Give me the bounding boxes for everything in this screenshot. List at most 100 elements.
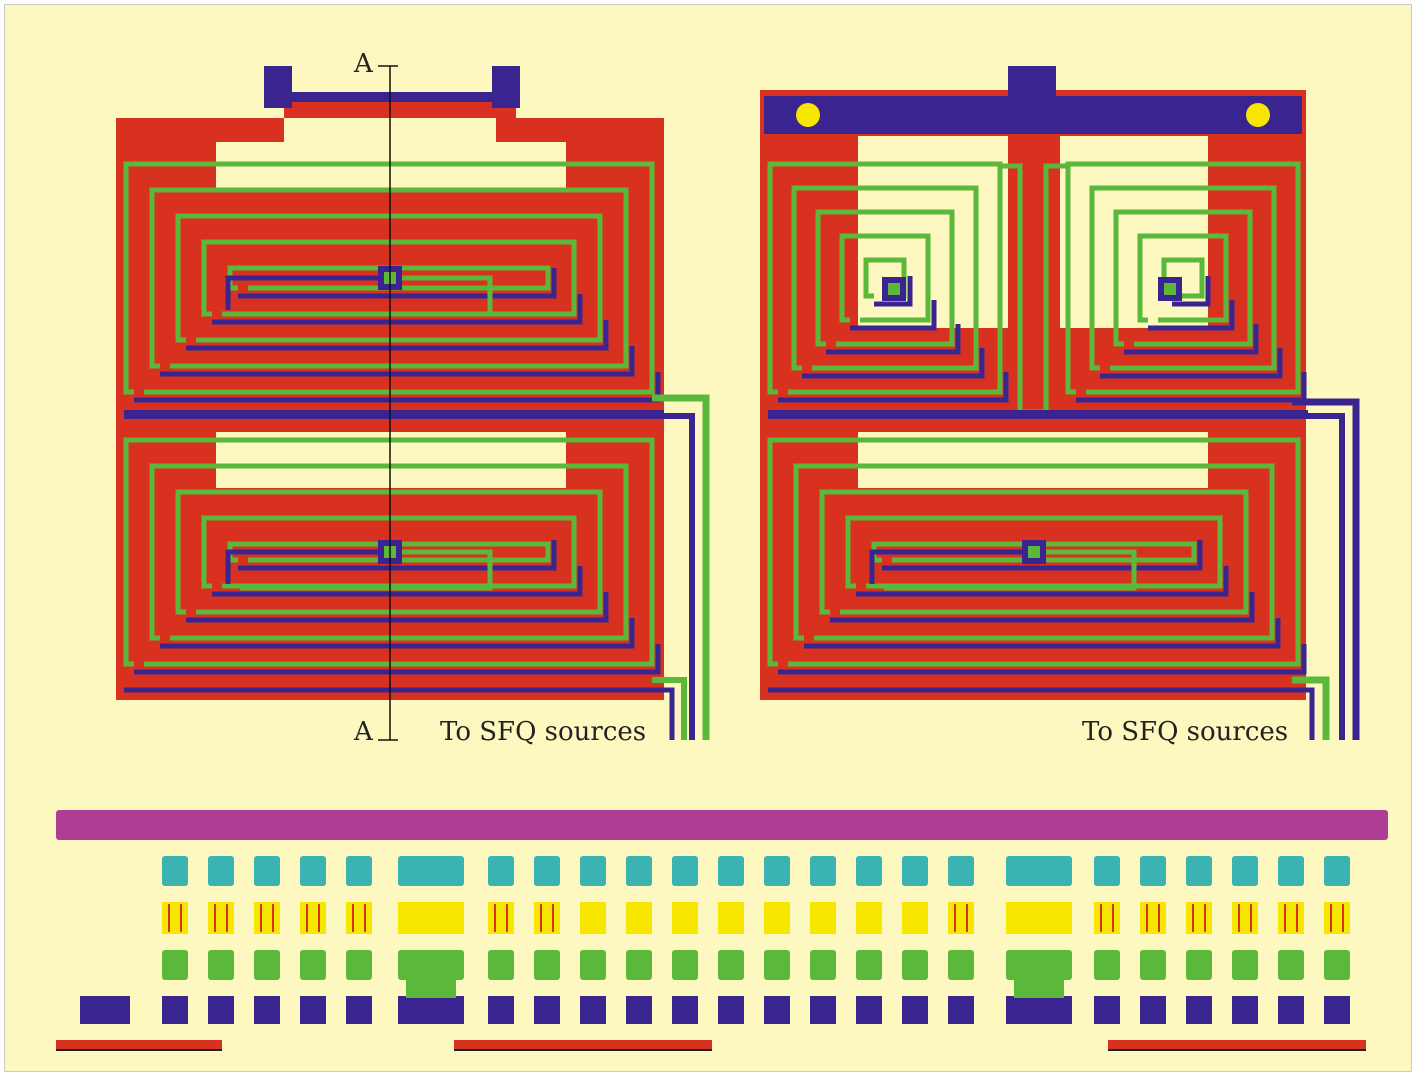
right-bottom-center-lead-green — [884, 549, 1137, 591]
via-col-19-green — [1094, 950, 1120, 980]
via-col-2-cyan — [208, 856, 234, 886]
right-top-right-turn-3 — [1113, 209, 1253, 347]
right-bottom-return-5 — [882, 540, 1203, 571]
left-bottom-return-3 — [186, 592, 609, 623]
via-col-13-green — [764, 950, 790, 980]
right-contact-left — [796, 103, 820, 127]
right-output-lead-blue-b — [768, 413, 1345, 740]
via-col-6-neck — [406, 980, 456, 998]
left-bottom-return-2 — [160, 618, 635, 649]
left-bottom-return-5 — [238, 540, 557, 571]
left-top-turn-3 — [175, 213, 603, 343]
via-col-20-blue — [1140, 996, 1166, 1024]
red-base-strip-center — [454, 1040, 712, 1050]
via-col-7-cyan — [488, 856, 514, 886]
via-col-1-green — [162, 950, 188, 980]
via-col-2-yellow — [208, 902, 234, 934]
via-col-10-cyan — [626, 856, 652, 886]
via-col-16-blue — [902, 996, 928, 1024]
left-output-lead-green2 — [652, 677, 687, 740]
right-top-left-return-2 — [802, 348, 985, 379]
left-top-strap — [264, 92, 520, 102]
right-top-right-coil — [1065, 161, 1307, 403]
via-col-19-yellow — [1094, 902, 1120, 934]
left-top-center-lead-green — [240, 275, 493, 317]
via-col-22-yellow — [1232, 902, 1258, 934]
right-top-left-return-3 — [826, 324, 961, 355]
via-col-12-blue — [718, 996, 744, 1024]
red-base-strip-right — [1108, 1040, 1366, 1050]
via-col-12-cyan — [718, 856, 744, 886]
left-top-center-lead-blue — [225, 275, 390, 310]
right-center-spine — [1008, 134, 1060, 414]
via-col-1-cyan — [162, 856, 188, 886]
via-col-12-green — [718, 950, 744, 980]
right-bottom-via-core — [1028, 546, 1040, 558]
via-col-10-green — [626, 950, 652, 980]
via-col-10-blue — [626, 996, 652, 1024]
via-col-14-yellow — [810, 902, 836, 934]
via-col-23-green — [1278, 950, 1304, 980]
via-col-16-yellow — [902, 902, 928, 934]
right-top-left-turn-2 — [791, 185, 979, 371]
left-bottom-coil — [123, 437, 661, 675]
right-top-left-return-4 — [850, 300, 937, 331]
right-top-left-turn-3 — [815, 209, 955, 347]
via-col-23-cyan — [1278, 856, 1304, 886]
via-col-4-green — [300, 950, 326, 980]
left-coil-cell: A A To SFQ sources — [116, 49, 710, 747]
right-output-lead-blue-a — [1292, 398, 1360, 740]
right-bottom-turn-4 — [845, 515, 1223, 589]
via-col-8-green — [534, 950, 560, 980]
right-bottom-coil — [767, 437, 1307, 675]
right-top-left-coil — [767, 161, 1009, 403]
left-top-coil — [123, 161, 661, 403]
left-top-return-5 — [238, 268, 557, 299]
via-col-23-yellow — [1278, 902, 1304, 934]
right-top-right-return-3 — [1124, 324, 1259, 355]
via-col-22-blue — [1232, 996, 1258, 1024]
via-col-8-yellow — [534, 902, 560, 934]
via-col-17-green — [948, 950, 974, 980]
via-col-24-green — [1324, 950, 1350, 980]
via-col-21-green — [1186, 950, 1212, 980]
left-bottom-return-1 — [134, 644, 661, 675]
magenta-top-layer — [56, 810, 1388, 840]
via-col-16-cyan — [902, 856, 928, 886]
left-top-return-3 — [186, 320, 609, 351]
right-top-right-turn-2 — [1089, 185, 1277, 371]
via-col-9-green — [580, 950, 606, 980]
left-bottom-turn-2 — [149, 463, 629, 641]
right-bottom-turn-3 — [819, 489, 1249, 615]
via-col-15-blue — [856, 996, 882, 1024]
via-col-3-green — [254, 950, 280, 980]
xs-left-foot-pad — [80, 996, 130, 1024]
via-col-21-yellow — [1186, 902, 1212, 934]
right-top-right-via-core — [1164, 283, 1176, 295]
via-col-18-cyan — [1006, 856, 1072, 886]
via-col-23-blue — [1278, 996, 1304, 1024]
right-top-right-return-5 — [1172, 276, 1211, 307]
via-col-18-neck — [1014, 980, 1064, 998]
right-top-right-return-2 — [1100, 348, 1283, 379]
via-col-15-green — [856, 950, 882, 980]
left-output-lead-blue — [124, 413, 695, 740]
left-bottom-return-4 — [212, 566, 583, 597]
via-col-18-yellow — [1006, 902, 1072, 934]
via-col-18-green — [1006, 950, 1072, 980]
right-top-left-return-5 — [874, 276, 913, 307]
via-col-19-cyan — [1094, 856, 1120, 886]
via-col-4-cyan — [300, 856, 326, 886]
via-col-5-cyan — [346, 856, 372, 886]
right-contact-right — [1246, 103, 1270, 127]
via-col-13-blue — [764, 996, 790, 1024]
right-bottom-return-1 — [778, 644, 1307, 675]
via-col-9-cyan — [580, 856, 606, 886]
right-bottom-return-2 — [804, 618, 1281, 649]
right-top-left-turn-4 — [839, 233, 931, 323]
via-col-3-cyan — [254, 856, 280, 886]
left-top-turn-2 — [149, 187, 629, 369]
left-bottom-turn-1 — [123, 437, 655, 667]
via-col-5-yellow — [346, 902, 372, 934]
